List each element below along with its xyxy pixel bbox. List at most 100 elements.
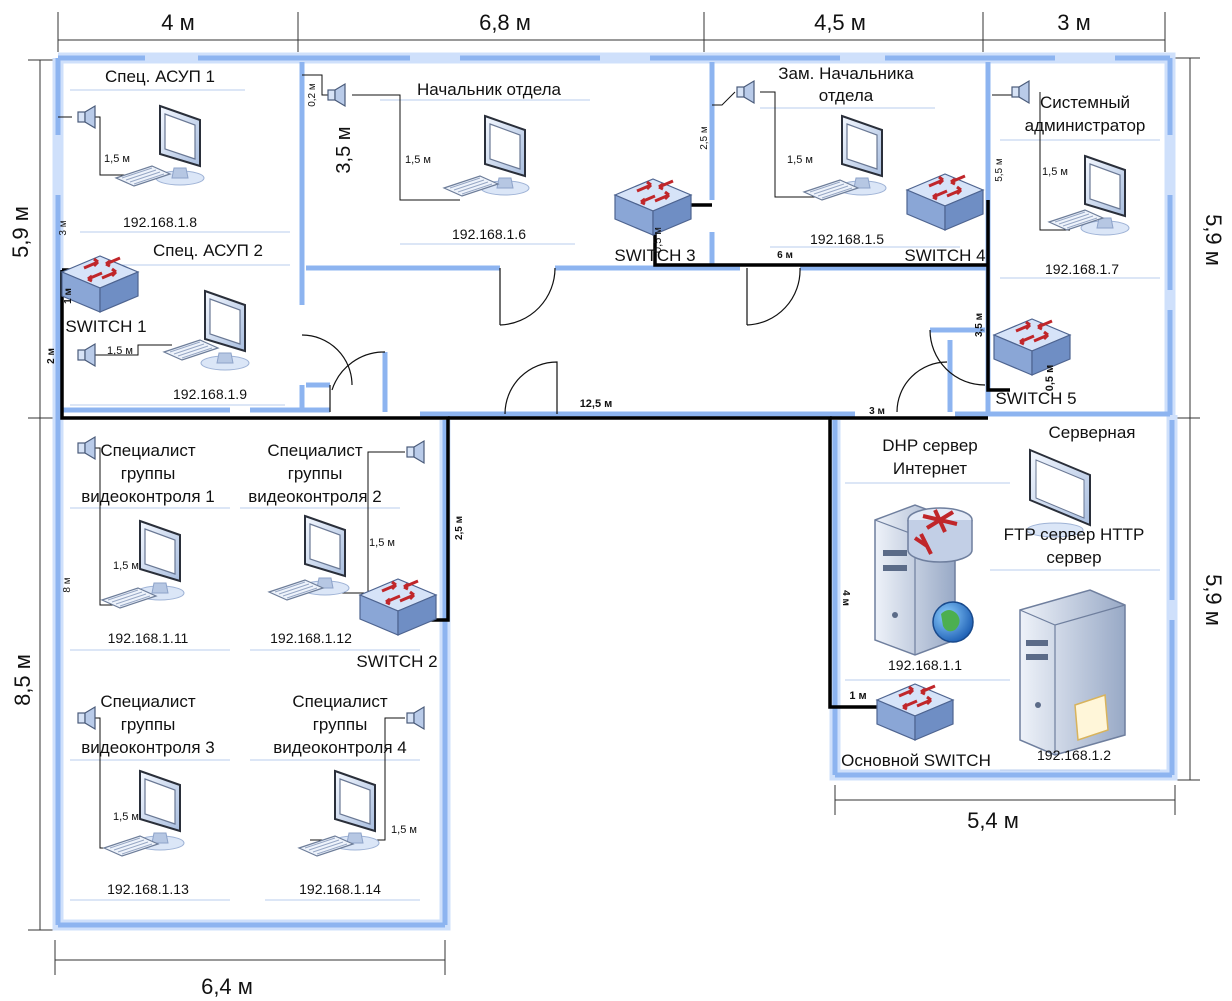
cable-length: 2,5 м [699,126,710,150]
speaker-icon [77,343,96,367]
room-title: Интернет [893,459,967,478]
walls [52,52,1178,931]
room-title: группы [313,715,368,734]
room-title: Специалист [267,441,363,460]
dimension-label: 5,9 м [8,206,33,258]
cable-length: 2 м [46,348,57,364]
ip-address: 192.168.1.13 [107,881,189,897]
room-title: Специалист [292,692,388,711]
room-title: видеоконтроля 4 [273,738,406,757]
switch-label: SWITCH 4 [904,246,985,265]
speaker-icon [77,436,96,460]
room-title: видеоконтроля 3 [81,738,214,757]
room-title: Спец. АСУП 2 [153,241,263,260]
ip-address: 192.168.1.11 [108,630,189,646]
switch-5-icon [992,317,1072,377]
ip-address: 192.168.1.2 [1037,747,1111,763]
room-title: администратор [1025,116,1146,135]
room-title: Системный [1040,93,1130,112]
cable-length: 1,5 м [113,811,139,823]
monitor-icon [135,520,185,601]
room-title: группы [288,464,343,483]
dimension-label: 3 м [1057,10,1090,35]
cable-length: 1 м [63,288,74,304]
speaker-icon [1011,80,1030,104]
cable-length: 1,5 м [405,154,431,166]
ip-address: 192.168.1.12 [270,630,352,646]
cable-length: 1 м [849,690,866,702]
monitor-icon [200,290,250,371]
ip-address: 192.168.1.7 [1045,261,1119,277]
dimension-label: 5,4 м [967,808,1019,833]
room-title: видеоконтроля 1 [81,487,214,506]
room-title: отдела [819,86,874,105]
speaker-icon [736,80,755,104]
ip-address: 192.168.1.9 [173,386,247,402]
dimension-label: 4 м [161,10,194,35]
switch-2-icon [358,577,438,637]
speaker-icon [406,440,425,464]
dimension-label: 6,4 м [201,974,253,999]
room-title: Спец. АСУП 1 [105,67,215,86]
cable-length: 5,5 м [994,158,1005,182]
cable-length: 2,5 м [454,516,465,540]
dimension-label: 5,9 м [1201,214,1226,266]
ip-address: 192.168.1.8 [123,214,197,230]
room-title: сервер [1046,548,1101,567]
server-room-monitor-icon [1026,448,1091,538]
cable-length: 4 м [840,590,851,606]
cable-length: 1,5 м [787,154,813,166]
cable-length: 6 м [777,250,793,261]
label-underlines [70,89,1160,901]
cable-length: 1,5 м [107,345,133,357]
cable-length: 3,5 м [974,313,985,337]
workstation-cables [58,74,1070,849]
keyboard-icon [163,339,219,361]
cable-length: 1,5 м [369,537,395,549]
cable-length: 12,5 м [580,398,613,410]
cable-length: 3 м [58,220,69,235]
speaker-icon [327,83,346,107]
switch-3-icon [613,177,693,237]
dimension-lines [28,12,1200,975]
speaker-icon [406,706,425,730]
ip-address: 192.168.1.5 [810,231,884,247]
cable-length: 1,5 м [1042,166,1068,178]
cable-length: 8 м [62,577,73,592]
main-switch-icon [875,682,955,742]
switch-label: SWITCH 5 [995,389,1076,408]
dimension-label: 5,9 м [1201,574,1226,626]
ftp-server-icon [1019,589,1126,756]
room-title: Начальник отдела [417,80,562,99]
speaker-icon [77,706,96,730]
trunk-cables [60,200,1010,709]
cable-length: 3 м [869,406,885,417]
servers [874,448,1126,756]
room-title: Специалист [100,692,196,711]
dimension-label: 8,5 м [10,654,35,706]
cable-length: 0,5 м [652,227,664,253]
ip-address: 192.168.1.14 [299,881,381,897]
cable-length: 1,5 м [391,824,417,836]
room-title: группы [121,715,176,734]
dimension-label: 4,5 м [814,10,866,35]
cable-length: 0,5 м [1044,365,1056,392]
switch-label: SWITCH 1 [65,317,146,336]
ip-address: 192.168.1.1 [888,657,962,673]
switch-label: SWITCH 3 [614,246,695,265]
room-title: Серверная [1049,423,1136,442]
room-title: видеоконтроля 2 [248,487,381,506]
room-title: Зам. Начальника [778,64,914,83]
room-title: группы [121,464,176,483]
cable-length: 1,5 м [113,560,139,572]
dhcp-server-icon [874,504,974,656]
switch-4-icon [905,172,985,232]
cable-length: 3,5 м [333,126,355,173]
devices-layer [60,80,1130,857]
room-title: DHP сервер [882,436,977,455]
cable-length: 0,2 м [307,83,318,107]
doors [301,267,986,415]
room-title: FTP сервер HTTP [1004,525,1145,544]
